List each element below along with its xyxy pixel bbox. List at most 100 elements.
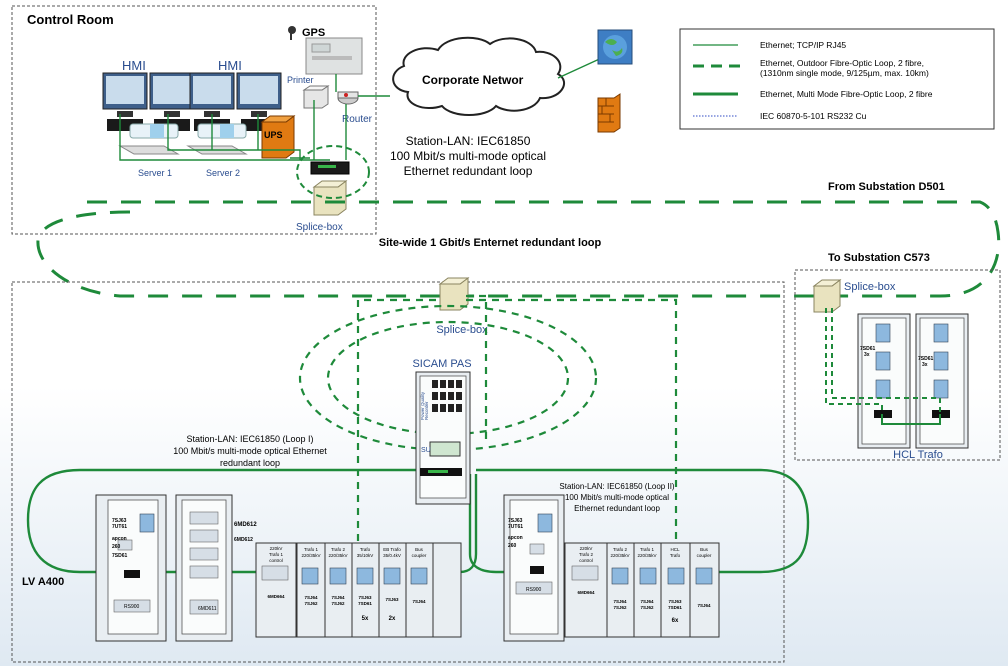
lc1-text-6: RS900 [124,604,140,610]
rp4-b2: 7SD61 [668,605,682,610]
lc1-text-1: 7SJ63 [112,518,127,524]
site-loop-label: Site-wide 1 Gbit/s Enternet redundant lo… [379,237,602,249]
sicam-pas-label: SICAM PAS [412,358,471,370]
lc2-text-1: 6MD611 [198,606,217,612]
rp5-b1: 7SJ64 [697,603,711,608]
rc-text-4: 260 [508,543,517,549]
lc2-text-2: 6MD612 [234,522,257,528]
sicam-pas-cabinet [415,371,471,505]
rp2-t1: Trafo 2 [613,547,628,552]
hcl-c1-text-2: 3x [864,352,870,358]
hcl-c2-text-2: 3x [922,362,928,368]
site-wide-loop [36,200,1001,298]
lp2-b2: 7SJ62 [304,601,318,606]
lc1-text-3: apcon [112,536,127,542]
hmi-label-1: HMI [122,58,146,73]
loop1-text-2: 100 Mbit/s multi-mode optical Ethernet [173,446,327,456]
hcl-c2-text-1: 7SD61 [918,356,934,362]
legend-text-2a: Ethernet, Outdoor Fibre-Optic Loop, 2 fi… [760,58,924,68]
rp1-t1: 220kV [580,546,593,551]
hcl-c1-text-1: 7SD61 [860,346,876,352]
from-substation-label: From Substation D501 [828,181,945,193]
rp2-b2: 7SJ62 [613,605,627,610]
substation-box [11,281,785,663]
loop2-text-2: 100 Mbit/s multi-mode optical [565,493,669,502]
station-lan-text-2: 100 Mbit/s multi-mode optical [390,149,546,163]
server-1 [118,123,180,155]
lp4-t2: 35/10kV [357,553,374,558]
station-lan-loop-2 [468,468,810,574]
station-lan-text-3: Ethernet redundant loop [404,164,533,178]
rp5-t2: coupler [697,553,712,558]
loop2-text-3: Ethernet redundant loop [574,504,660,513]
rp1-b1: 6MD664 [577,590,595,595]
legend-text-2b: (1310nm single mode, 9/125µm, max. 10km) [760,68,929,78]
control-room-box [11,5,377,235]
router-label: Router [342,114,373,125]
splice-box-hcl [812,279,842,313]
internet-globe-icon [597,29,633,65]
legend-text-3: Ethernet, Multi Mode Fibre-Optic Loop, 2… [760,89,933,99]
lp6-b1: 7SJ64 [412,599,426,604]
rp4-t1: HCL [670,547,679,552]
corporate-network-cloud [392,36,565,116]
control-room-label: Control Room [27,12,114,27]
left-cabinet-1 [95,494,167,642]
station-lan-text-1: Station-LAN: IEC61850 [406,134,531,148]
lp1-b1: 6MD664 [267,594,285,599]
rp1-t2: Trafo 2 [579,552,594,557]
lp2-b1: 7SJ64 [304,595,318,600]
lp1-t2: Trafo 1 [269,552,284,557]
lp4-b1: 7SJ63 [358,595,372,600]
splice-box-label-2: Splice-box [436,324,488,336]
lp5-t1: EB Trafo [383,547,401,552]
rp3-t2: 220/35kV [637,553,656,558]
left-panel-row [255,542,462,638]
sicam-rack-label-1: Power Quality [420,391,425,420]
splice-box-label-1: Splice-box [296,222,343,233]
lp5-t2: 35/0.4kV [383,553,401,558]
lp4-t1: Trafo [360,547,371,552]
loop2-text-1: Station-LAN: IEC61850 (Loop II) [559,482,675,491]
left-panel-labels: 220kV Trafo 1 control 6MD664 Trafo 1 220… [267,546,426,622]
hcl-cabinet-1 [857,313,911,449]
router [337,91,359,105]
lp1-t3: control [269,558,283,563]
rp5-t1: Bus [700,547,709,552]
lc1-text-4: 260 [112,544,121,550]
lp4-b2: 7SD61 [358,601,372,606]
rc-text-1: 7SJ63 [508,518,523,524]
ups-unit [260,115,296,159]
left-cabinet-2 [175,494,233,642]
rp4-b1: 7SJ63 [668,599,682,604]
legend-text-4: IEC 60870-5-101 RS232 Cu [760,111,867,121]
sicam-su-label: SU [421,447,431,454]
lp6-t1: Bus [415,547,424,552]
hcl-fibre-links [825,308,941,425]
legend-text-1: Ethernet; TCP/IP RJ45 [760,40,846,50]
hcl-cabinet-2 [915,313,969,449]
loop1-text-1: Station-LAN: IEC61850 (Loop I) [186,434,313,444]
lp5-note: 2x [389,616,396,622]
lp2-t2: 220/35kV [301,553,320,558]
lp4-note: 5x [362,616,369,622]
lp5-b1: 7SJ63 [385,597,399,602]
central-fibre-loops [298,294,678,580]
lp3-b2: 7SJ62 [331,601,345,606]
control-room-fibre-loop [296,145,370,199]
rc-text-5: RS900 [526,587,542,593]
lp2-t1: Trafo 1 [304,547,319,552]
lp3-t2: 220/35kV [328,553,347,558]
switch-port-strip [318,165,336,168]
rp4-note: 6x [672,618,679,624]
rp2-t2: 220/35kV [610,553,629,558]
splice-box-label-3: Splice-box [844,281,896,293]
lp3-t1: Trafo 2 [331,547,346,552]
to-substation-label: To Substation C573 [828,252,930,264]
lc1-text-2: 7UT61 [112,524,127,530]
right-cabinet [503,494,565,642]
sicam-rack-label-2: Recorder [424,401,429,420]
rc-text-3: apcon [508,535,523,541]
rp3-b1: 7SJ64 [640,599,654,604]
